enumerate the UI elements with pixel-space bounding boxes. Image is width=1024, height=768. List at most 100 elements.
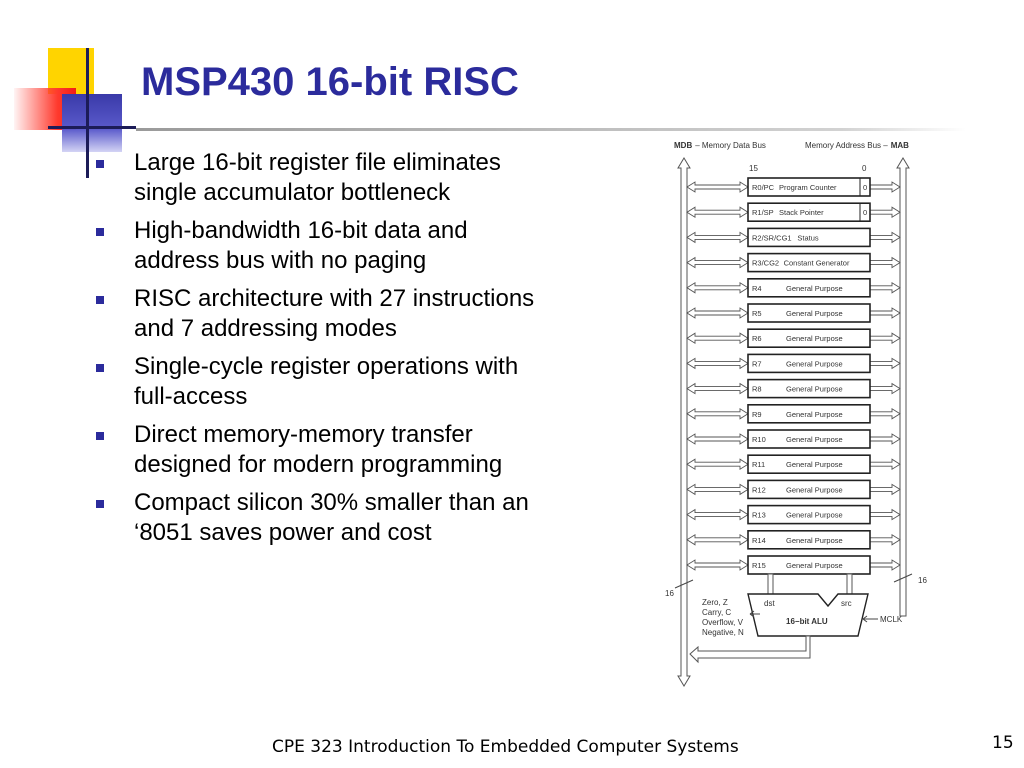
slide-decoration bbox=[0, 0, 150, 178]
mdb-bus-arrow bbox=[677, 157, 691, 687]
flag-zero: Zero, Z bbox=[702, 598, 728, 607]
clock-arrowhead-top bbox=[862, 615, 868, 620]
mdb-link-arrow bbox=[686, 181, 749, 193]
register-description: General Purpose bbox=[786, 334, 843, 343]
bullet-text: Single-cycle register operations with fu… bbox=[134, 353, 519, 410]
alu-dst-label: dst bbox=[764, 599, 775, 608]
register-box bbox=[747, 252, 871, 273]
mab-link-arrow bbox=[869, 181, 901, 193]
register-box bbox=[747, 378, 871, 399]
register-description: General Purpose bbox=[786, 359, 843, 368]
register-description: Status bbox=[797, 233, 819, 242]
mab-link-arrow bbox=[869, 433, 901, 445]
register-name: R2/SR/CG1 bbox=[752, 233, 792, 242]
register-name: R0/PC bbox=[752, 183, 775, 192]
flag-overflow: Overflow, V bbox=[702, 618, 744, 627]
mdb-link-arrow bbox=[686, 407, 749, 420]
register-box bbox=[747, 403, 871, 424]
register-box bbox=[747, 227, 871, 248]
mab-link-arrow bbox=[869, 508, 901, 521]
register-name: R3/CG2 bbox=[752, 259, 779, 268]
bullet-list: Large 16-bit register file eliminates si… bbox=[96, 148, 546, 556]
zero-bit: 0 bbox=[863, 183, 867, 192]
register-box bbox=[747, 202, 871, 222]
register-description: General Purpose bbox=[786, 511, 843, 520]
bullet-item: Single-cycle register operations with fu… bbox=[96, 352, 546, 412]
mab-bus-arrow bbox=[896, 157, 910, 617]
register-description: General Purpose bbox=[786, 460, 843, 469]
register-description: Stack Pointer bbox=[779, 208, 824, 217]
register-description: General Purpose bbox=[786, 561, 843, 570]
mdb-link-arrow bbox=[686, 332, 749, 345]
bullet-marker bbox=[96, 160, 104, 168]
register-description: Program Counter bbox=[779, 183, 837, 192]
bullet-text: Compact silicon 30% smaller than an ‘805… bbox=[134, 489, 529, 546]
register-description: General Purpose bbox=[786, 435, 843, 444]
register-box bbox=[747, 504, 871, 525]
bullet-item: Direct memory-memory transfer designed f… bbox=[96, 420, 546, 480]
bullet-item: RISC architecture with 27 instructions a… bbox=[96, 284, 546, 344]
bit-low-label: 0 bbox=[862, 164, 867, 173]
page-number: 15 bbox=[992, 733, 1014, 753]
register-box bbox=[747, 454, 871, 475]
register-description: General Purpose bbox=[786, 410, 843, 419]
mab-link-arrow bbox=[869, 332, 901, 345]
bus-width-slash-right bbox=[893, 573, 913, 583]
bullet-text: High-bandwidth 16-bit data and address b… bbox=[134, 217, 468, 274]
mdb-text: – Memory Data Bus bbox=[695, 141, 766, 150]
clock-arrowhead-bottom bbox=[862, 618, 868, 623]
mdb-link-arrow bbox=[686, 206, 749, 219]
bullet-text: Large 16-bit register file eliminates si… bbox=[134, 149, 501, 206]
mdb-link-arrow bbox=[686, 382, 749, 395]
mdb-link-arrow bbox=[686, 307, 749, 319]
flags-arrowhead-bottom bbox=[749, 613, 755, 618]
bullet-marker bbox=[96, 296, 104, 304]
mab-label: Memory Address Bus –MAB bbox=[805, 141, 909, 150]
bullet-item: Compact silicon 30% smaller than an ‘805… bbox=[96, 488, 546, 548]
flag-negative: Negative, N bbox=[702, 628, 744, 637]
register-name: R11 bbox=[752, 460, 765, 469]
mab-abbr: MAB bbox=[891, 141, 909, 150]
alu-src-feed bbox=[846, 573, 853, 595]
decoration-horizontal-line bbox=[48, 126, 136, 129]
register-description: General Purpose bbox=[786, 309, 843, 318]
mab-link-arrow bbox=[869, 206, 901, 219]
register-file-svg: MDB– Memory Data Bus Memory Address Bus … bbox=[665, 141, 927, 687]
mab-link-arrow bbox=[869, 382, 901, 395]
register-description: General Purpose bbox=[786, 485, 843, 494]
register-name: R6 bbox=[752, 334, 762, 343]
register-name: R14 bbox=[752, 536, 766, 545]
mdb-link-arrow bbox=[686, 256, 749, 269]
mdb-link-arrow bbox=[686, 231, 749, 244]
bullet-marker bbox=[96, 364, 104, 372]
register-box bbox=[747, 555, 871, 575]
mdb-link-arrow bbox=[686, 483, 749, 496]
mab-link-arrow bbox=[869, 458, 901, 471]
register-description: General Purpose bbox=[786, 536, 843, 545]
bus-width-right: 16 bbox=[918, 576, 927, 585]
register-name: R12 bbox=[752, 485, 766, 494]
bullet-text: Direct memory-memory transfer designed f… bbox=[134, 421, 503, 478]
mab-link-arrow bbox=[869, 281, 901, 294]
register-name: R15 bbox=[752, 561, 766, 570]
mab-link-arrow bbox=[869, 357, 901, 370]
mab-link-arrow bbox=[869, 256, 901, 269]
slide-footer: CPE 323 Introduction To Embedded Compute… bbox=[272, 737, 739, 757]
bullet-item: High-bandwidth 16-bit data and address b… bbox=[96, 216, 546, 276]
mdb-link-arrow bbox=[686, 433, 749, 445]
bit-high-label: 15 bbox=[749, 164, 758, 173]
register-name: R8 bbox=[752, 385, 762, 394]
bullet-marker bbox=[96, 500, 104, 508]
register-file-diagram: MDB– Memory Data Bus Memory Address Bus … bbox=[660, 136, 940, 692]
alu-dst-feed bbox=[767, 573, 774, 595]
alu-output-arrow bbox=[689, 635, 811, 664]
mab-text: Memory Address Bus – bbox=[805, 141, 888, 150]
flags-arrowhead-top bbox=[749, 610, 755, 615]
register-box bbox=[747, 328, 871, 348]
mab-link-arrow bbox=[869, 407, 901, 420]
register-box bbox=[747, 429, 871, 449]
bullet-marker bbox=[96, 432, 104, 440]
bullet-text: RISC architecture with 27 instructions a… bbox=[134, 285, 535, 342]
decoration-vertical-line bbox=[86, 48, 89, 178]
